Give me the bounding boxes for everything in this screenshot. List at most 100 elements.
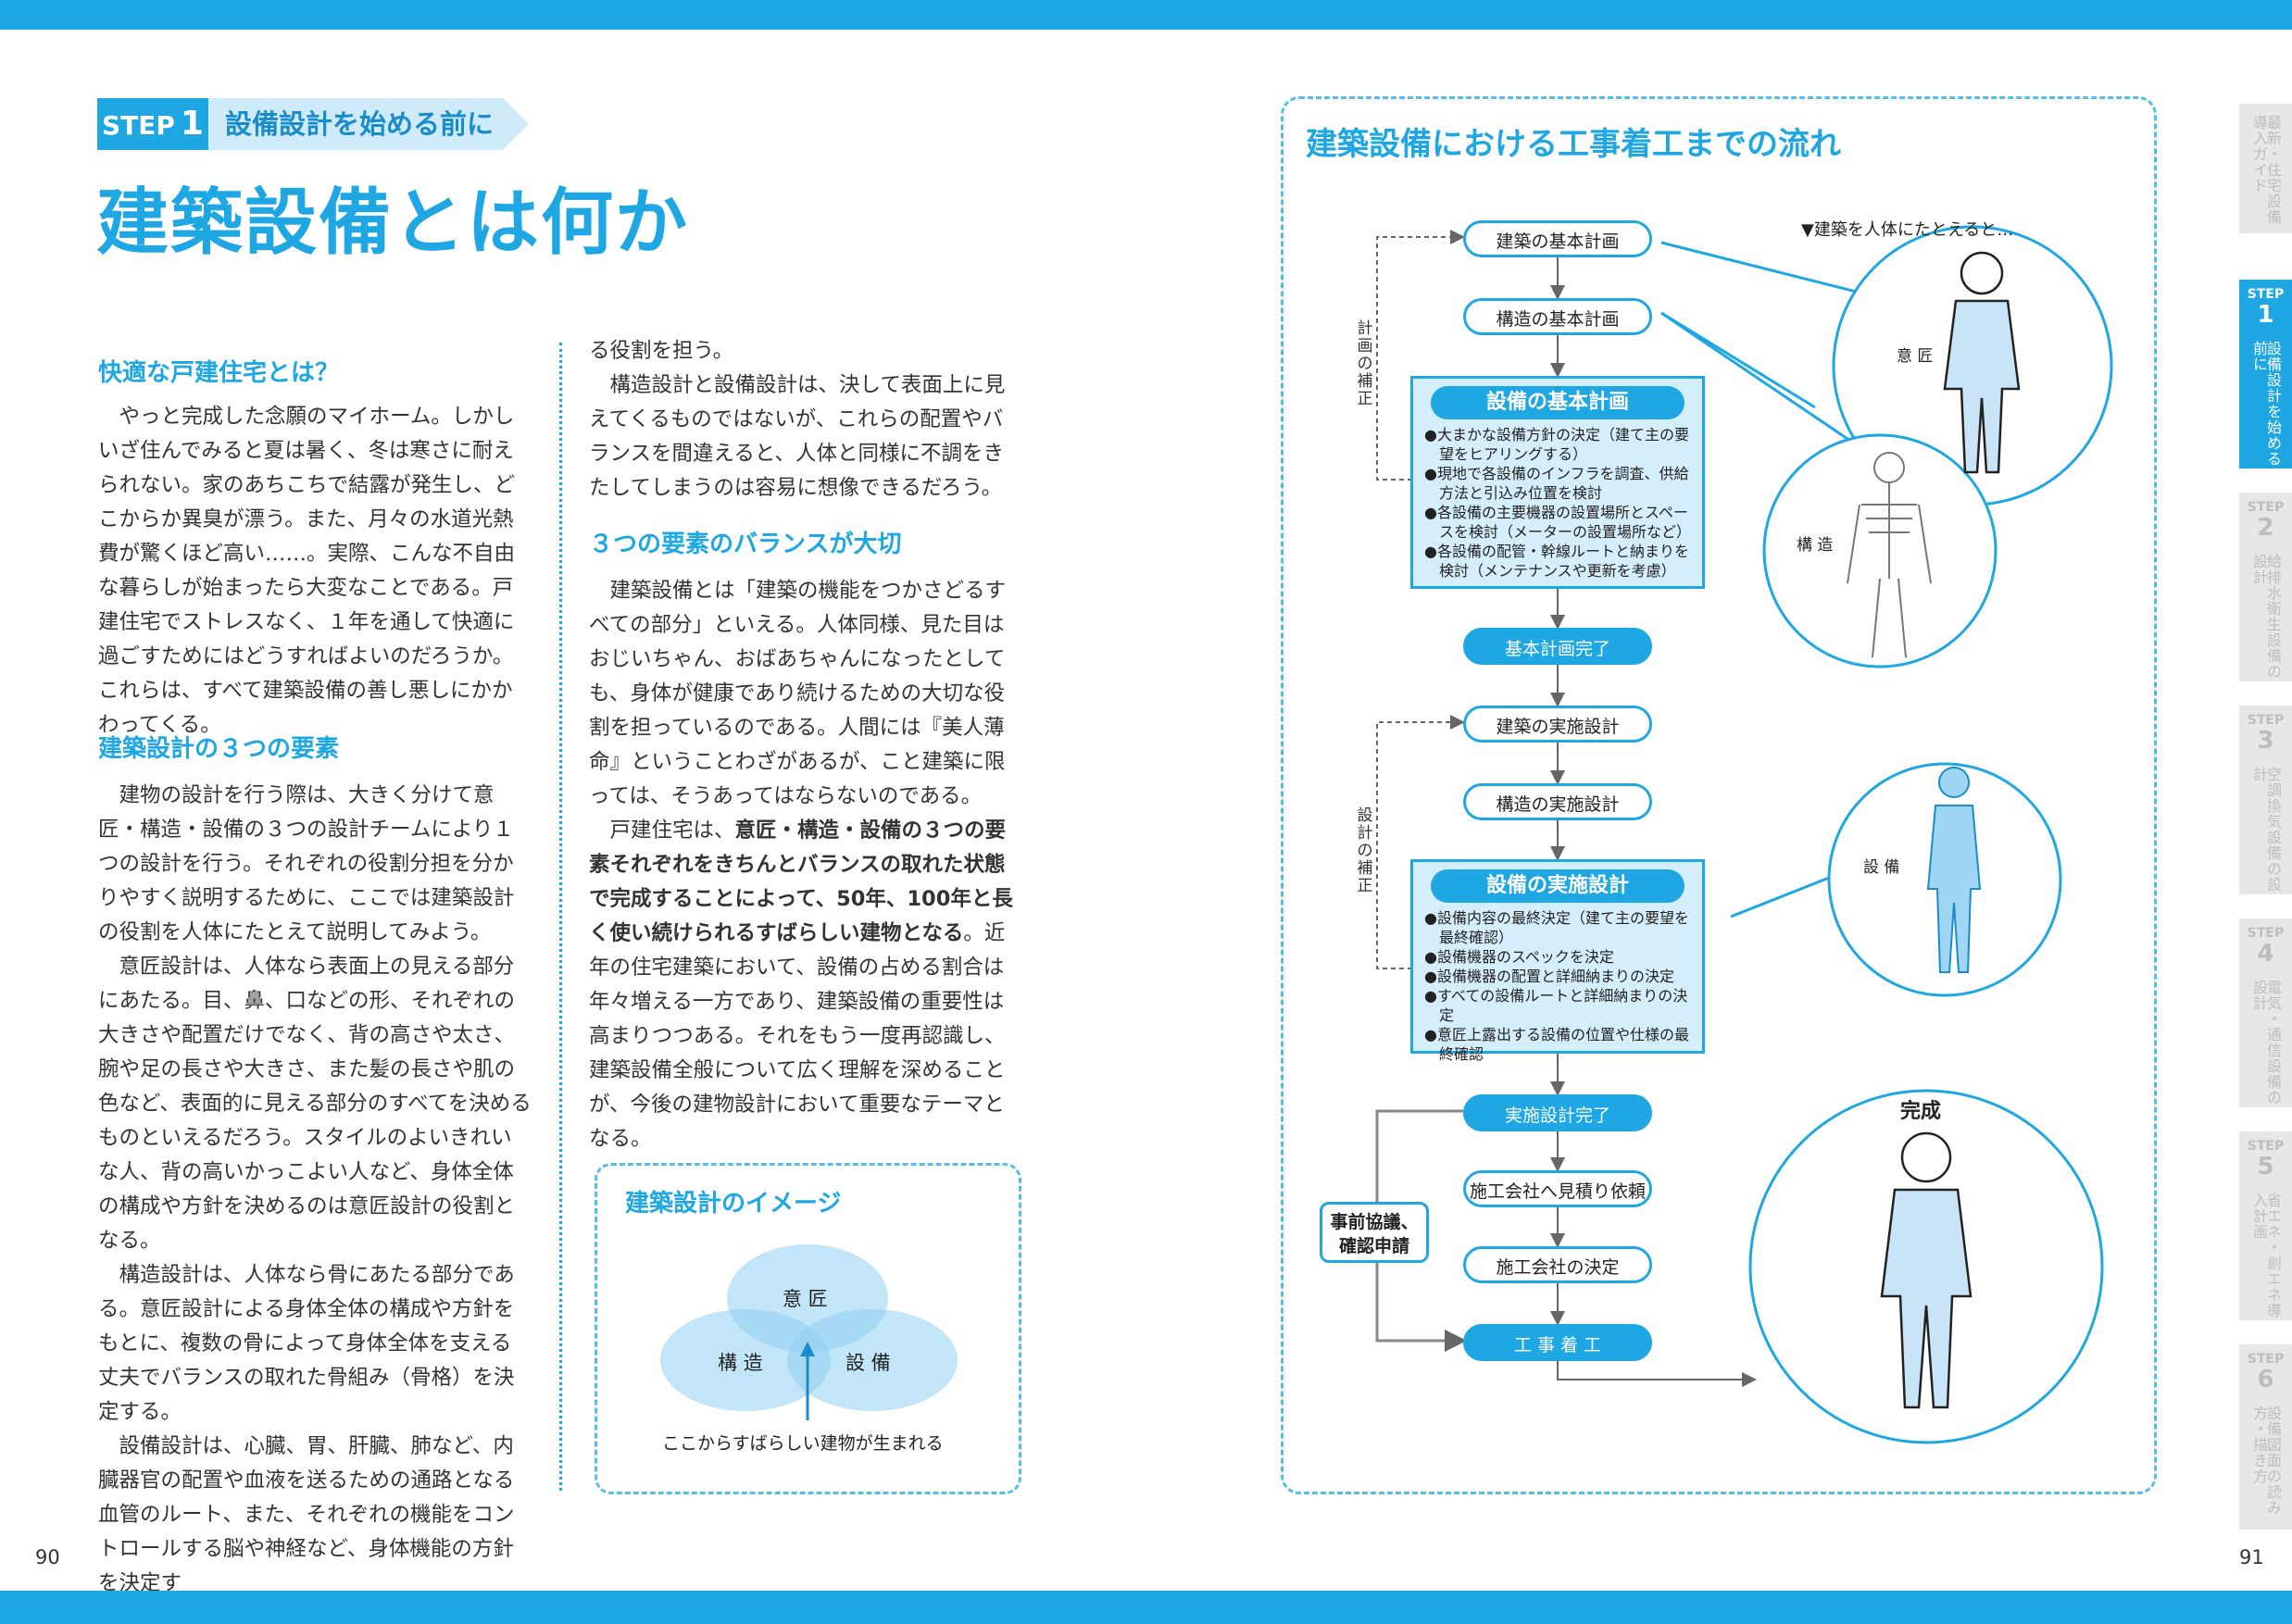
left-text-2: 建物の設計を行う際は、大きく分けて意匠・構造・設備の３つの設計チームにより１つの…	[98, 779, 532, 1601]
pre-consultation-box: 事前協議、確認申請	[1320, 1202, 1429, 1263]
circle-equipment	[787, 1309, 958, 1411]
list-item: ●意匠上露出する設備の位置や仕様の最終確認	[1424, 1026, 1689, 1063]
tab-label: 最新・住宅設備導入ガイド	[2250, 115, 2282, 225]
flow-node-contractor-decision: 施工会社の決定	[1463, 1246, 1652, 1283]
paragraph: 構造設計は、人体なら骨にあたる部分である。意匠設計による身体全体の構成や方針をも…	[98, 1263, 515, 1424]
flow-title: 建築設備における工事着工までの流れ	[1306, 126, 1841, 163]
image-box-title: 建築設計のイメージ	[625, 1190, 842, 1218]
paragraph: 設備設計は、心臓、胃、肝臓、肺など、内臓器官の配置や血液を送るための通路となる血…	[98, 1434, 515, 1595]
column-divider	[559, 343, 562, 1491]
venn-caption: ここからすばらしい建物が生まれる	[662, 1433, 944, 1454]
paragraph: 建物の設計を行う際は、大きく分けて意匠・構造・設備の３つの設計チームにより１つの…	[98, 783, 515, 944]
tab-intro[interactable]: 最新・住宅設備導入ガイド	[2239, 104, 2292, 233]
list-item: ●各設備の主要機器の設置場所とスペースを検討（メーターの設置場所など）	[1424, 504, 1692, 541]
bottom-bar	[0, 1591, 2292, 1624]
page-number-left: 90	[35, 1546, 60, 1568]
list-item: ●大まかな設備方針の決定（建て主の要望をヒアリングする）	[1424, 426, 1689, 463]
flow-node-architecture-basic: 建築の基本計画	[1463, 220, 1652, 257]
paragraph: 構造設計と設備設計は、決して表面上に見えてくるものではないが、これらの配置やバラ…	[589, 373, 1006, 500]
design-image-box: 建築設計のイメージ 意 匠 構 造 設 備 ここからすばらしい建物が生まれる	[595, 1163, 1021, 1494]
organs-icon	[1926, 767, 1982, 973]
label-design: 意 匠	[1897, 347, 1934, 366]
person-complete-icon	[1880, 1131, 1973, 1409]
left-text-1: やっと完成した念願のマイホーム。しかしいざ住んでみると夏は暑く、冬は寒さに耐えら…	[98, 400, 532, 743]
equipment-exec-design-box: 設備の実施設計 ●設備内容の最終決定（建て主の要望を最終確認） ●設備機器のスペ…	[1410, 859, 1705, 1063]
list-item: ●現地で各設備のインフラを調査、供給方法と引込み位置を検討	[1424, 465, 1689, 502]
list-item: ●すべての設備ルートと詳細納まりの決定	[1424, 987, 1688, 1024]
circle-structure	[660, 1309, 831, 1411]
flow-node-estimate-request: 施工会社へ見積り依頼	[1463, 1170, 1652, 1207]
paragraph: 建築設備とは「建築の機能をつかさどるすべての部分」といえる。人体同様、見た目はお…	[589, 579, 1007, 808]
heading-balance: ３つの要素のバランスが大切	[589, 531, 902, 558]
label-complete: 完成	[1900, 1100, 1942, 1123]
flow-node-exec-complete: 実施設計完了	[1463, 1094, 1652, 1131]
flow-node-structure-basic: 構造の基本計画	[1463, 298, 1652, 335]
equipment-basic-plan-heading: 設備の基本計画	[1430, 386, 1685, 419]
label-structure: 構 造	[1797, 536, 1834, 555]
tab-label: 省エネ・創エネ導入計画	[2250, 1193, 2282, 1318]
flow-chart-box	[1281, 96, 2157, 1494]
person-suit-icon	[1943, 251, 2021, 474]
pre-consultation-loop	[1375, 1109, 1467, 1352]
tab-label: 設備図面の読み方・描き方	[2250, 1405, 2282, 1516]
basic-plan-list: ●大まかな設備方針の決定（建て主の要望をヒアリングする） ●現地で各設備のインフ…	[1413, 425, 1702, 581]
paragraph: やっと完成した念願のマイホーム。しかしいざ住んでみると夏は暑く、冬は寒さに耐えら…	[98, 405, 516, 737]
venn-label-design: 意 匠	[783, 1288, 828, 1310]
venn-label-structure: 構 造	[718, 1352, 763, 1374]
paragraph: る役割を担う。	[589, 339, 734, 363]
feedback-loops	[1376, 230, 1465, 969]
side-label-plan-correction: 計画の補正	[1357, 319, 1373, 408]
step-title: 設備設計を始める前に	[208, 98, 503, 150]
flow-node-basic-complete: 基本計画完了	[1463, 628, 1652, 665]
page-title: 建築設備とは何か	[96, 181, 690, 265]
tab-label: 設備設計を始める前に	[2250, 341, 2282, 467]
venn-label-equipment: 設 備	[845, 1352, 891, 1374]
right-text-2: 建築設備とは「建築の機能をつかさどるすべての部分」といえる。人体同様、見た目はお…	[589, 574, 1017, 1156]
flow-node-architecture-exec: 建築の実施設計	[1463, 706, 1652, 743]
flow-node-structure-exec: 構造の実施設計	[1463, 783, 1652, 820]
label-equipment: 設 備	[1863, 858, 1900, 877]
body-analogy-caption: ▼建築を人体にたとえると…	[1801, 220, 2014, 240]
page-number-right: 91	[2239, 1546, 2264, 1568]
heading-comfortable-house: 快適な戸建住宅とは？	[98, 359, 340, 387]
paragraph: 戸建住宅は、意匠・構造・設備の３つの要素それぞれをきちんとバランスの取れた状態で…	[589, 818, 1013, 1151]
flow-node-construction-start: 工 事 着 工	[1463, 1324, 1652, 1361]
list-item: ●設備内容の最終決定（建て主の要望を最終確認）	[1424, 909, 1689, 946]
step-badge-arrow	[503, 98, 529, 150]
equipment-basic-plan-box: 設備の基本計画 ●大まかな設備方針の決定（建て主の要望をヒアリングする） ●現地…	[1410, 376, 1705, 589]
skeleton-icon	[1847, 452, 1932, 658]
heading-three-elements: 建築設計の３つの要素	[98, 735, 340, 763]
list-item: ●設備機器のスペックを決定	[1424, 948, 1614, 966]
top-bar	[0, 0, 2292, 30]
tab-label: 電気・通信設備の設計	[2250, 980, 2282, 1106]
circle-structure-figure	[1762, 433, 1998, 668]
list-item: ●各設備の配管・幹線ルートと納まりを検討（メンテナンスや更新を考慮）	[1424, 543, 1689, 580]
side-label-design-correction: 設計の補正	[1357, 806, 1373, 895]
list-item: ●設備機器の配置と詳細納まりの決定	[1424, 968, 1674, 985]
exec-design-list: ●設備内容の最終決定（建て主の要望を最終確認） ●設備機器のスペックを決定 ●設…	[1413, 908, 1702, 1064]
tab-label: 給排水衛生設備の設計	[2250, 554, 2282, 680]
equipment-exec-design-heading: 設備の実施設計	[1430, 869, 1685, 903]
tab-label: 空調換気設備の設計	[2250, 767, 2282, 893]
right-text-1: る役割を担う。 構造設計と設備設計は、決して表面上に見えてくるものではないが、こ…	[589, 334, 1017, 506]
paragraph: 意匠設計は、人体なら表面上の見える部分にあたる。目、鼻、口などの形、それぞれの大…	[98, 955, 532, 1253]
venn-arrowhead	[800, 1342, 815, 1356]
main-flow-line	[1550, 257, 1757, 1387]
venn-diagram	[660, 1244, 958, 1420]
